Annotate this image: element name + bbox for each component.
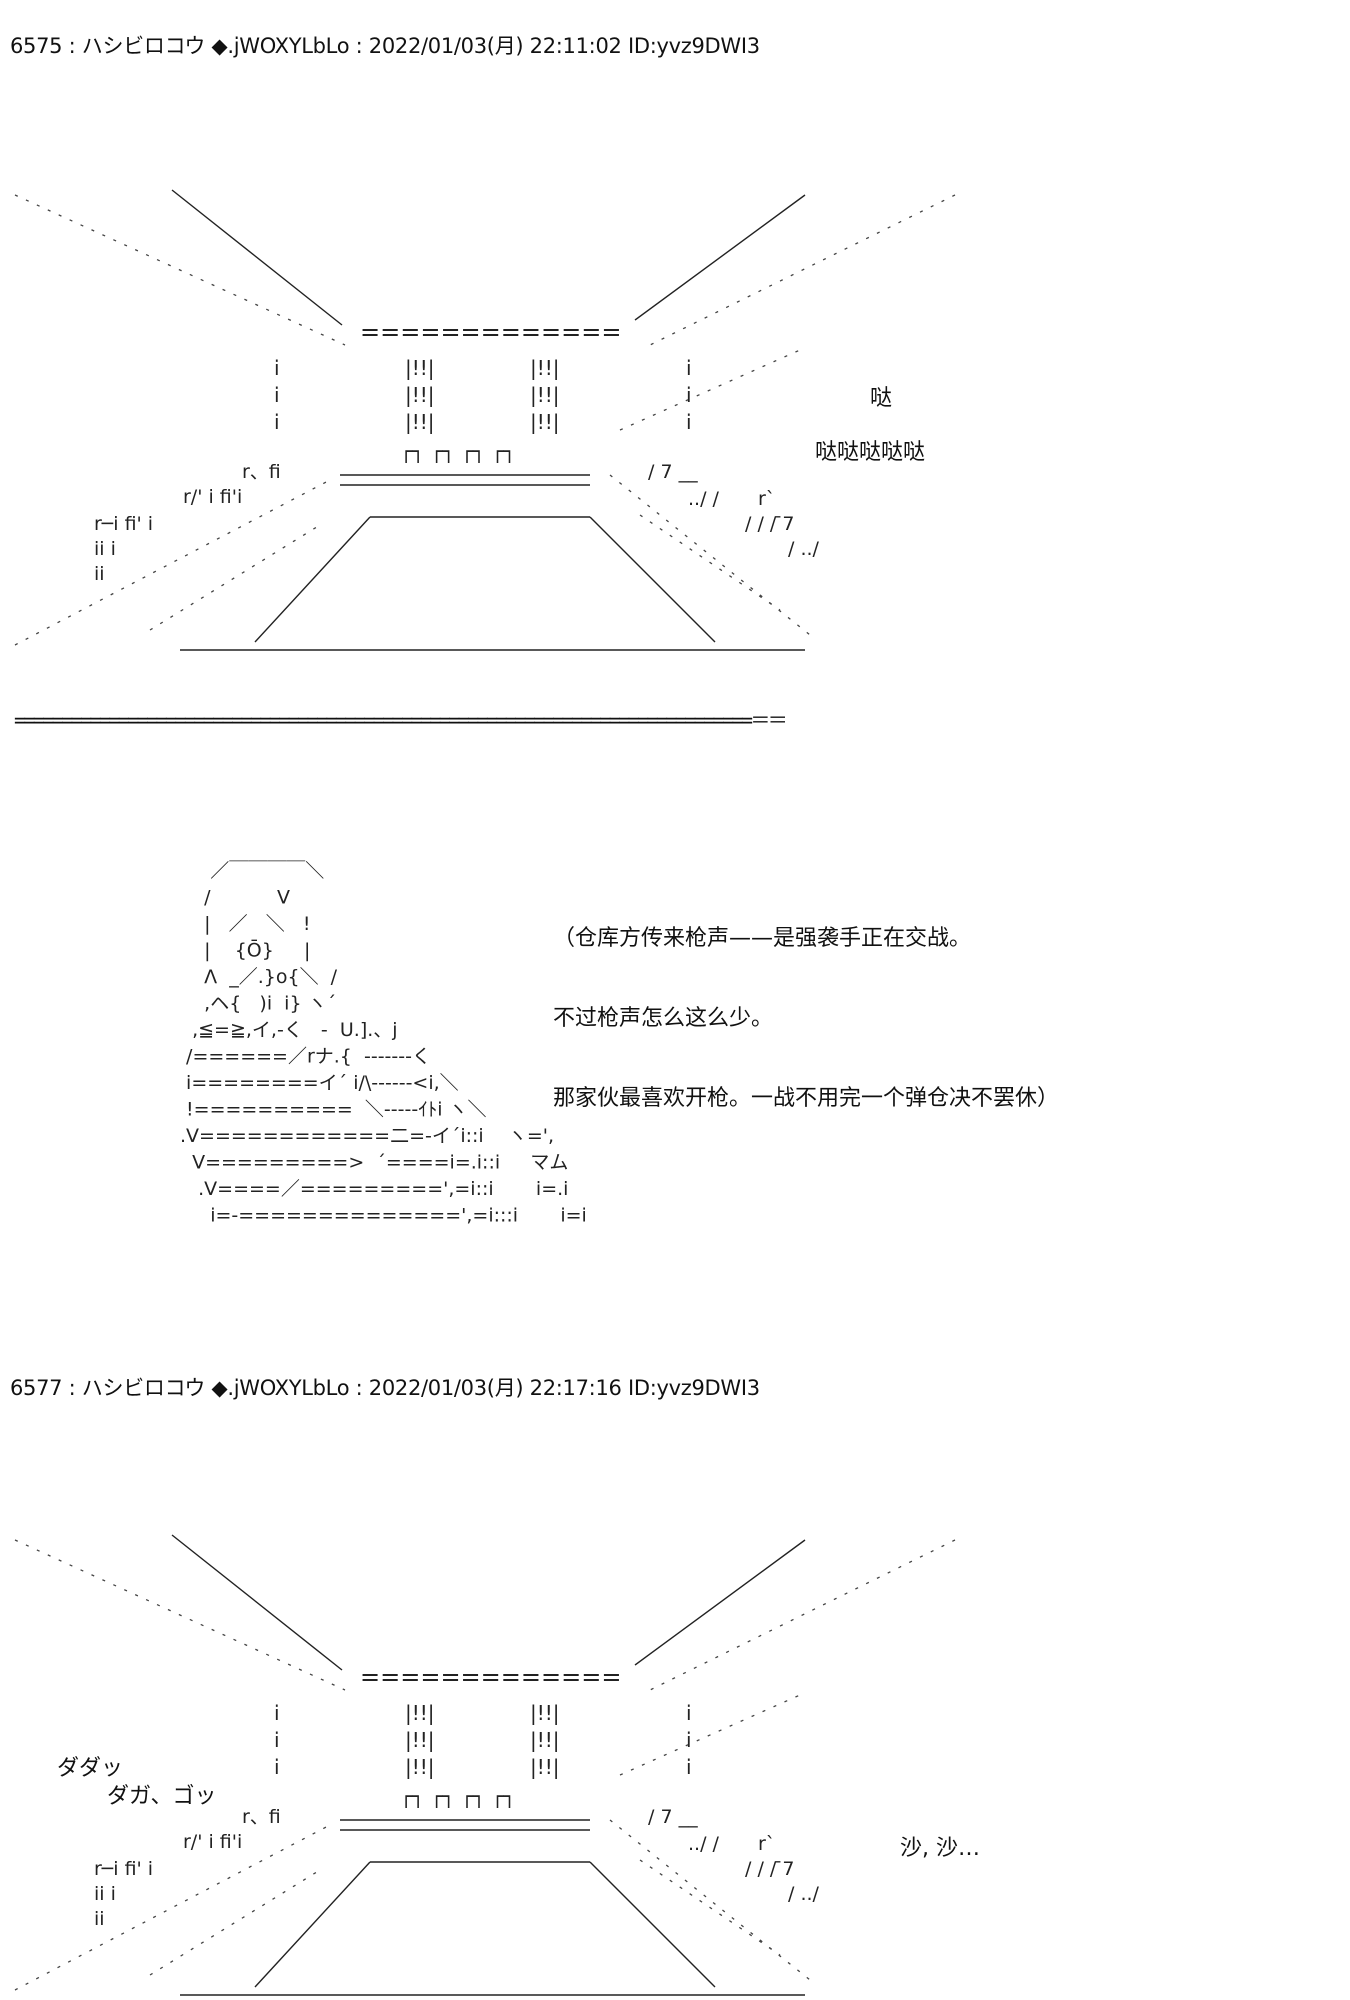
pillar-right: |!!| [530,1701,560,1725]
scene-lines [14,189,956,651]
post-header: 6577 : ハシビロコウ ◆.jWOXYLbLo : 2022/01/03(月… [10,1376,760,1400]
figure-line: ,≦=≧,イ,-く - U.].、j [180,1019,398,1041]
figure-lines: ／￣￣￣￣＼ / V | ／ ＼ ! | {Ō} | Λ _／.}o{＼ / ,… [180,860,587,1227]
character-figure: ／￣￣￣￣＼ / V | ／ ＼ ! | {Ō} | Λ _／.}o{＼ / ,… [180,860,587,1227]
debris-left: ii i [94,1883,116,1905]
debris-right: / 7 __ [648,461,698,483]
debris-right: ../ / [688,1833,720,1855]
debris-right: / / / ̄7 [745,513,794,535]
pillar-right: |!!| [530,356,560,380]
debris-right: / 7 __ [648,1806,698,1828]
debris-left: r─i fi' i [94,1858,153,1880]
sound-effect: 沙, 沙… [900,1836,980,1861]
figure-line: | {Ō} | [180,938,310,962]
debris-right: / ../ [788,1883,820,1905]
figure-line: .V====／=========',=i::i i=.i [180,1178,568,1200]
warehouse-scene: ============= |!!| |!!| |!!| |!!| |!!| |… [14,189,956,651]
post-header: 6575 : ハシビロコウ ◆.jWOXYLbLo : 2022/01/03(月… [10,34,760,58]
debris-left: ii [94,1908,105,1930]
debris-left: r─i fi' i [94,513,153,535]
debris-right: r` [758,488,775,510]
sound-effect: 哒 [870,386,893,411]
figure-line: V=========> ´====i=.i::i マム [180,1152,568,1174]
dialogue-line: 那家伙最喜欢开枪。一战不用完一个弹仓决不罢休） [553,1086,1060,1111]
post-right: i [686,1701,692,1725]
post-left: i [274,410,280,434]
figure-line: ／￣￣￣￣＼ [180,860,324,882]
dialogue-line: （仓库方传来枪声——是强袭手正在交战。 [553,926,972,951]
post-right: i [686,1755,692,1779]
debris-left: r、fi [242,461,281,483]
figure-line: /======／rナ.{ -------く [180,1046,431,1068]
figure-line: !========== ＼-----ｲﾄi ヽ＼ [180,1099,487,1121]
debris-left: ii [94,563,105,585]
pillar-left: |!!| [405,356,435,380]
pillar-left: |!!| [405,410,435,434]
post-right: i [686,356,692,380]
post-left: i [274,383,280,407]
post-left: i [274,356,280,380]
pillar-right: |!!| [530,383,560,407]
pillar-left: |!!| [405,1755,435,1779]
post-right: i [686,383,692,407]
pillar-right: |!!| [530,410,560,434]
figure-line: ,ヘ{ )i i} ヽ´ [180,993,336,1015]
figure-line: | ／ ＼ ! [180,913,311,935]
post-left: i [274,1701,280,1725]
debris-left: r/' i fi'i [183,1831,242,1853]
debris-right: / / / ̄7 [745,1858,794,1880]
pillar-right: |!!| [530,1755,560,1779]
figure-line: i=-==============',=i:::i i=i [180,1205,587,1227]
debris-right: ../ / [688,488,720,510]
debris-right: r` [758,1833,775,1855]
sound-effect: ダガ、ゴッ [107,1784,217,1809]
gate-top: ============= [360,318,621,346]
debris-left: ii i [94,538,116,560]
figure-line: i========イ´ i/\------<i,＼ [180,1072,459,1094]
gate-top: ============= [360,1663,621,1691]
figure-line: Λ _／.}o{＼ / [180,966,338,988]
dialogue-line: 不过枪声怎么这么少。 [553,1006,774,1031]
post-right: i [686,1728,692,1752]
debris-left: r、fi [242,1806,281,1828]
post-right: i [686,410,692,434]
post-left: i [274,1755,280,1779]
pillar-left: |!!| [405,383,435,407]
debris-left: r/' i fi'i [183,486,242,508]
section-separator: ========================================… [14,708,788,732]
block-row: ┌┐ ┌┐ ┌┐ ┌┐ [400,1784,515,1808]
block-row: ┌┐ ┌┐ ┌┐ ┌┐ [400,439,515,463]
debris-right: / ../ [788,538,820,560]
figure-line: / V [180,887,290,909]
pillar-right: |!!| [530,1728,560,1752]
pillar-left: |!!| [405,1728,435,1752]
sound-effect: 哒哒哒哒哒 [815,440,926,465]
figure-line: .V============二=-イ´i::i ヽ=', [180,1125,554,1147]
warehouse-scene: ============= |!!| |!!| |!!| |!!| |!!| |… [14,1534,956,1996]
post-left: i [274,1728,280,1752]
scene-lines [14,1534,956,1996]
pillar-left: |!!| [405,1701,435,1725]
sound-effect: ダダッ [57,1756,124,1781]
